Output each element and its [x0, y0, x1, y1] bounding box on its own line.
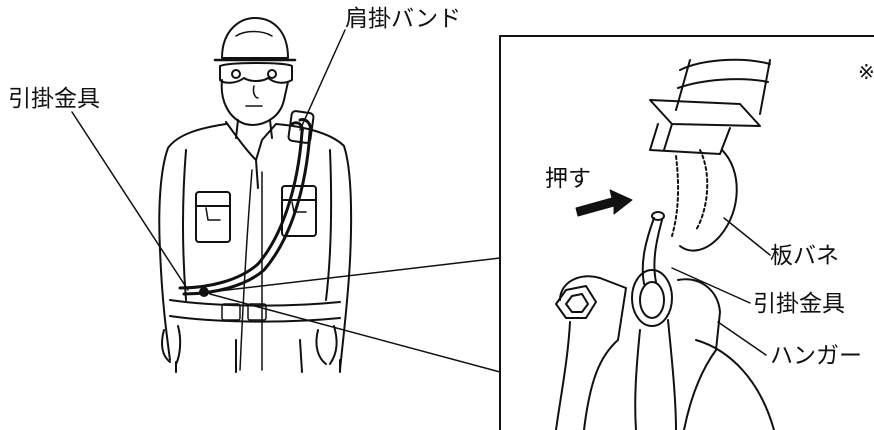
hanger-left — [559, 275, 627, 430]
leader-shoulder-band — [299, 29, 346, 131]
goggles — [219, 62, 293, 84]
label-hanger: ハンガー — [770, 343, 862, 369]
hook-fitting-point — [199, 287, 209, 297]
zoom-line-bottom — [209, 293, 501, 373]
label-leaf-spring: 板バネ — [770, 243, 839, 269]
right-pocket — [281, 185, 317, 237]
left-hand — [161, 325, 182, 365]
belt — [169, 299, 341, 307]
detail-frame — [499, 35, 874, 430]
band-buckle — [287, 110, 315, 144]
collar — [225, 121, 277, 161]
left-pocket — [195, 191, 231, 243]
label-hook-fitting-left: 引掛金具 — [8, 86, 100, 112]
hanger-right — [677, 278, 721, 430]
torso — [158, 123, 227, 361]
hook-pin — [641, 217, 655, 285]
detail-illustration — [555, 58, 775, 430]
face — [220, 79, 289, 126]
leader-hanger — [717, 321, 767, 356]
ring — [631, 269, 673, 327]
worker-figure — [158, 17, 353, 373]
zoom-line-top — [209, 257, 501, 293]
label-push: 押す — [545, 166, 591, 192]
buckle-bracket — [649, 99, 761, 127]
leader-hook-fitting-right — [671, 267, 751, 304]
shoulder-band — [178, 110, 315, 296]
leader-leaf-spring — [723, 217, 771, 256]
label-shoulder-band: 肩掛バンド — [345, 6, 462, 32]
label-hook-fitting-right: 引掛金具 — [753, 291, 845, 317]
right-hand — [315, 325, 338, 365]
leaf-spring — [679, 149, 738, 252]
note-mark: ※ — [858, 60, 874, 84]
push-arrow — [575, 189, 633, 217]
helmet — [221, 17, 289, 59]
leader-hook-fitting-left — [71, 111, 189, 291]
